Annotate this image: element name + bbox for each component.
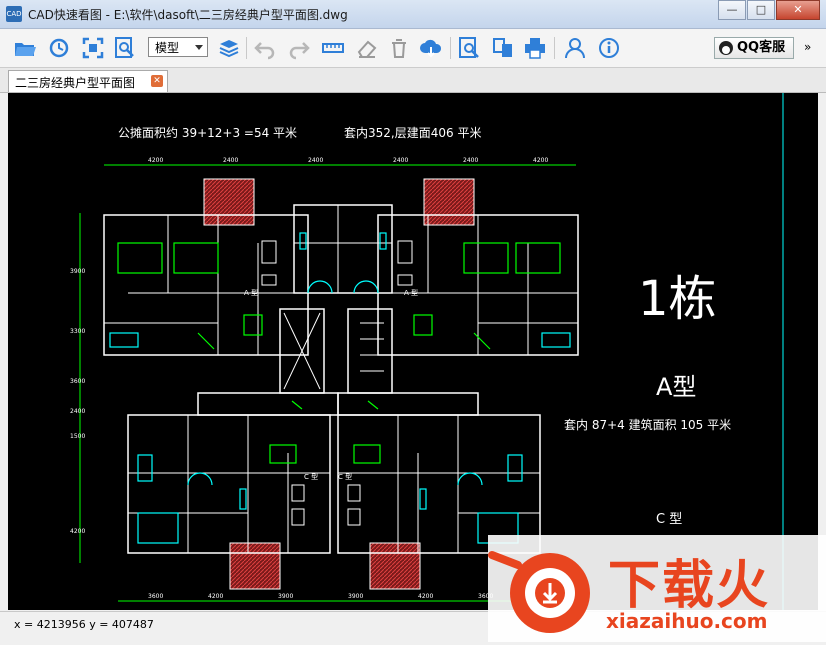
layout-select[interactable]: 模型	[148, 37, 208, 57]
toolbar-overflow-button[interactable]: »	[804, 40, 812, 54]
chevron-down-icon	[195, 45, 203, 50]
layout-select-value: 模型	[155, 41, 180, 55]
bathtub-1	[109, 332, 139, 348]
close-button[interactable]: ✕	[776, 0, 820, 20]
toolbar: 模型 QQ客服 »	[0, 29, 826, 68]
dim-left-4: 2400	[70, 408, 85, 415]
bed-a-left	[117, 242, 163, 274]
dim-top-2: 2400	[223, 157, 238, 164]
title-bar: CAD CAD快速看图 - E:\软件\dasoft\二三房经典户型平面图.dw…	[0, 0, 826, 29]
bed-a-right	[515, 242, 561, 274]
type-a-area-text: 套内 87+4 建筑面积 105 平米	[564, 417, 731, 432]
watermark-url: xiazaihuo.com	[606, 609, 768, 633]
print-icon[interactable]	[522, 35, 548, 61]
eraser-icon[interactable]	[354, 35, 380, 61]
dim-top-4: 2400	[393, 157, 408, 164]
redo-icon[interactable]	[286, 35, 312, 61]
balcony-bottom-left	[229, 542, 281, 590]
dim-bottom-3: 3900	[278, 593, 293, 600]
tab-bar: 二三房经典户型平面图 ✕	[0, 68, 826, 93]
bathtub-3	[137, 454, 153, 482]
dim-top-6: 4200	[533, 157, 548, 164]
fit-view-icon[interactable]	[80, 35, 106, 61]
qq-service-label: QQ客服	[737, 40, 786, 55]
unit-a-left-outline	[103, 214, 309, 356]
dim-left-6: 4200	[70, 528, 85, 535]
unit-c-right-outline	[337, 414, 541, 554]
bathtub-4	[507, 454, 523, 482]
compare-icon[interactable]	[490, 35, 516, 61]
type-c-text: C 型	[656, 512, 682, 527]
unit-label-c-left: C 型	[304, 472, 318, 481]
public-area-text: 公摊面积约 39+12+3 =54 平米	[118, 125, 297, 140]
unit-label-c-right: C 型	[338, 472, 352, 481]
window-title: CAD快速看图 - E:\软件\dasoft\二三房经典户型平面图.dwg	[28, 8, 348, 22]
dim-left-2: 3300	[70, 328, 85, 335]
building-number-text: 1栋	[638, 271, 717, 327]
tab-label: 二三房经典户型平面图	[15, 76, 136, 90]
zoom-window-icon[interactable]	[112, 35, 138, 61]
unit-c-left-outline	[127, 414, 331, 554]
history-icon[interactable]	[46, 35, 72, 61]
dining-table-4	[353, 444, 381, 464]
app-icon: CAD	[6, 6, 22, 22]
cloud-download-icon[interactable]	[418, 35, 444, 61]
balcony-bottom-right	[369, 542, 421, 590]
dining-table-3	[269, 444, 297, 464]
info-icon[interactable]	[596, 35, 622, 61]
bathtub-2	[541, 332, 571, 348]
stair-outline	[347, 308, 393, 394]
dim-top-5: 2400	[463, 157, 478, 164]
layers-icon[interactable]	[216, 35, 242, 61]
dim-top-1: 4200	[148, 157, 163, 164]
type-a-text: A型	[656, 373, 696, 401]
dim-bottom-1: 3600	[148, 593, 163, 600]
tab-close-icon[interactable]: ✕	[151, 75, 163, 87]
drawing-canvas[interactable]: 公摊面积约 39+12+3 =54 平米 套内352,层建面406 平米 420…	[8, 93, 818, 610]
qq-service-button[interactable]: QQ客服	[714, 37, 794, 59]
dim-bottom-5: 4200	[418, 593, 433, 600]
balcony-top-left	[203, 178, 255, 226]
cursor-coordinates: x = 4213956 y = 407487	[14, 618, 154, 631]
trash-icon[interactable]	[386, 35, 412, 61]
user-icon[interactable]	[562, 35, 588, 61]
dim-bottom-4: 3900	[348, 593, 363, 600]
dim-left-1: 3900	[70, 268, 85, 275]
dining-table-2	[413, 314, 433, 336]
balcony-top-right	[423, 178, 475, 226]
open-folder-icon[interactable]	[12, 35, 38, 61]
dining-table-1	[243, 314, 263, 336]
qq-penguin-icon	[719, 41, 733, 55]
total-area-text: 套内352,层建面406 平米	[344, 126, 481, 140]
dim-bottom-6: 3600	[478, 593, 493, 600]
watermark: 下载火 xiazaihuo.com	[488, 535, 826, 642]
dim-bottom-2: 4200	[208, 593, 223, 600]
measure-icon[interactable]	[320, 35, 346, 61]
maximize-button[interactable]: □	[747, 0, 775, 20]
tab-drawing[interactable]: 二三房经典户型平面图 ✕	[8, 70, 168, 92]
undo-icon[interactable]	[252, 35, 278, 61]
watermark-logo-icon	[488, 551, 590, 633]
unit-label-a-left: A 型	[244, 288, 258, 297]
bed-c-left	[137, 512, 179, 544]
watermark-brand: 下载火	[608, 556, 771, 616]
text-search-icon[interactable]	[456, 35, 482, 61]
floor-plan: 公摊面积约 39+12+3 =54 平米 套内352,层建面406 平米 420…	[70, 93, 784, 610]
unit-label-a-right: A 型	[404, 288, 418, 297]
dim-top-3: 2400	[308, 157, 323, 164]
minimize-button[interactable]: —	[718, 0, 746, 20]
dim-left-3: 3600	[70, 378, 85, 385]
dim-left-5: 1500	[70, 433, 85, 440]
